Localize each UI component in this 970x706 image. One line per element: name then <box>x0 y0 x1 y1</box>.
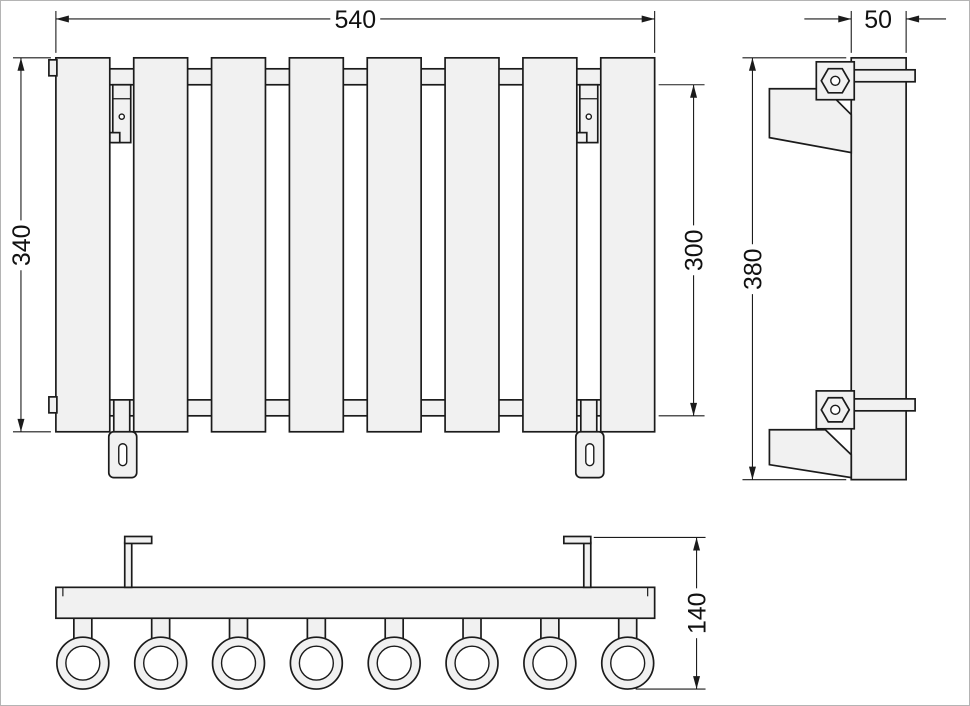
dim-label-140: 140 <box>684 592 712 634</box>
front-slat-3 <box>210 56 267 433</box>
front-view <box>48 56 656 479</box>
bracket-slot <box>118 443 128 467</box>
tube-inner-circle <box>65 645 101 681</box>
arrow-up-icon <box>748 57 756 71</box>
front-slat-2 <box>132 56 189 433</box>
arrow-left-icon <box>906 15 920 23</box>
front-slats <box>55 56 656 433</box>
dimensions: 540 340 300 <box>8 6 947 690</box>
side-upper-bracket <box>768 60 916 154</box>
bottom-tubes <box>56 612 655 690</box>
dim-side-height: 380 <box>739 57 847 481</box>
front-slat-8 <box>599 56 656 433</box>
bracket-hole <box>585 113 593 120</box>
front-slat-1 <box>55 56 111 433</box>
hook-flange <box>562 535 592 545</box>
bracket-hook <box>575 131 588 144</box>
bracket-hook <box>108 131 121 144</box>
bolt-center-hole <box>830 404 841 416</box>
bottom-view <box>55 535 656 690</box>
dim-front-height: 340 <box>8 57 51 433</box>
front-slat-6 <box>444 56 500 433</box>
front-upper-bracket-left <box>108 83 132 144</box>
front-slat-5 <box>366 56 422 433</box>
bracket-strip <box>112 399 131 435</box>
hook-stem <box>123 541 133 589</box>
bracket-tab <box>850 398 916 412</box>
side-view <box>768 56 916 481</box>
dim-label-340: 340 <box>8 225 36 267</box>
tube-inner-circle <box>454 645 490 681</box>
bolt-center-hole <box>830 75 841 86</box>
dim-label-540: 540 <box>334 6 376 34</box>
arrow-left-icon <box>55 15 69 23</box>
front-slat-7 <box>522 56 578 433</box>
tube-inner-circle <box>143 645 179 681</box>
bottom-hook-left <box>123 535 153 589</box>
arrow-right-icon <box>838 15 852 23</box>
arrow-down-icon <box>693 676 701 690</box>
tube-inner-circle <box>376 645 412 681</box>
bottom-collector-bar <box>55 586 656 620</box>
side-column <box>850 56 907 481</box>
front-lower-bracket-right <box>574 399 605 479</box>
front-lower-bracket-left <box>107 399 138 479</box>
front-slat-4 <box>288 56 345 433</box>
bracket-hole <box>118 113 126 120</box>
bottom-hook-right <box>562 535 592 589</box>
dim-label-380: 380 <box>739 248 767 290</box>
bracket-tab <box>850 68 916 83</box>
tube-inner-circle <box>532 645 568 681</box>
bracket-gusset <box>768 428 853 479</box>
dim-front-inner-height: 300 <box>658 84 709 417</box>
bracket-strip <box>579 399 598 435</box>
dim-front-width: 540 <box>55 6 656 53</box>
dim-label-300: 300 <box>681 230 709 272</box>
tube-inner-circle <box>298 645 335 681</box>
arrow-up-icon <box>690 84 698 98</box>
hook-stem <box>582 541 592 589</box>
tube-inner-circle <box>610 645 646 681</box>
dim-label-50: 50 <box>864 6 892 34</box>
hook-flange <box>123 535 153 545</box>
dim-side-depth: 50 <box>804 6 947 53</box>
arrow-down-icon <box>690 402 698 416</box>
arrow-up-icon <box>17 57 25 71</box>
front-upper-bracket-right <box>575 83 599 144</box>
front-endcap-bottom <box>48 396 58 414</box>
dim-bottom-height: 140 <box>593 536 712 690</box>
tube-inner-circle <box>220 645 257 681</box>
arrow-down-icon <box>748 466 756 480</box>
side-lower-bracket <box>768 390 916 479</box>
arrow-right-icon <box>641 15 655 23</box>
bracket-slot <box>585 443 595 467</box>
arrow-up-icon <box>693 537 701 551</box>
arrow-down-icon <box>17 418 25 432</box>
front-endcap-top <box>48 58 58 77</box>
